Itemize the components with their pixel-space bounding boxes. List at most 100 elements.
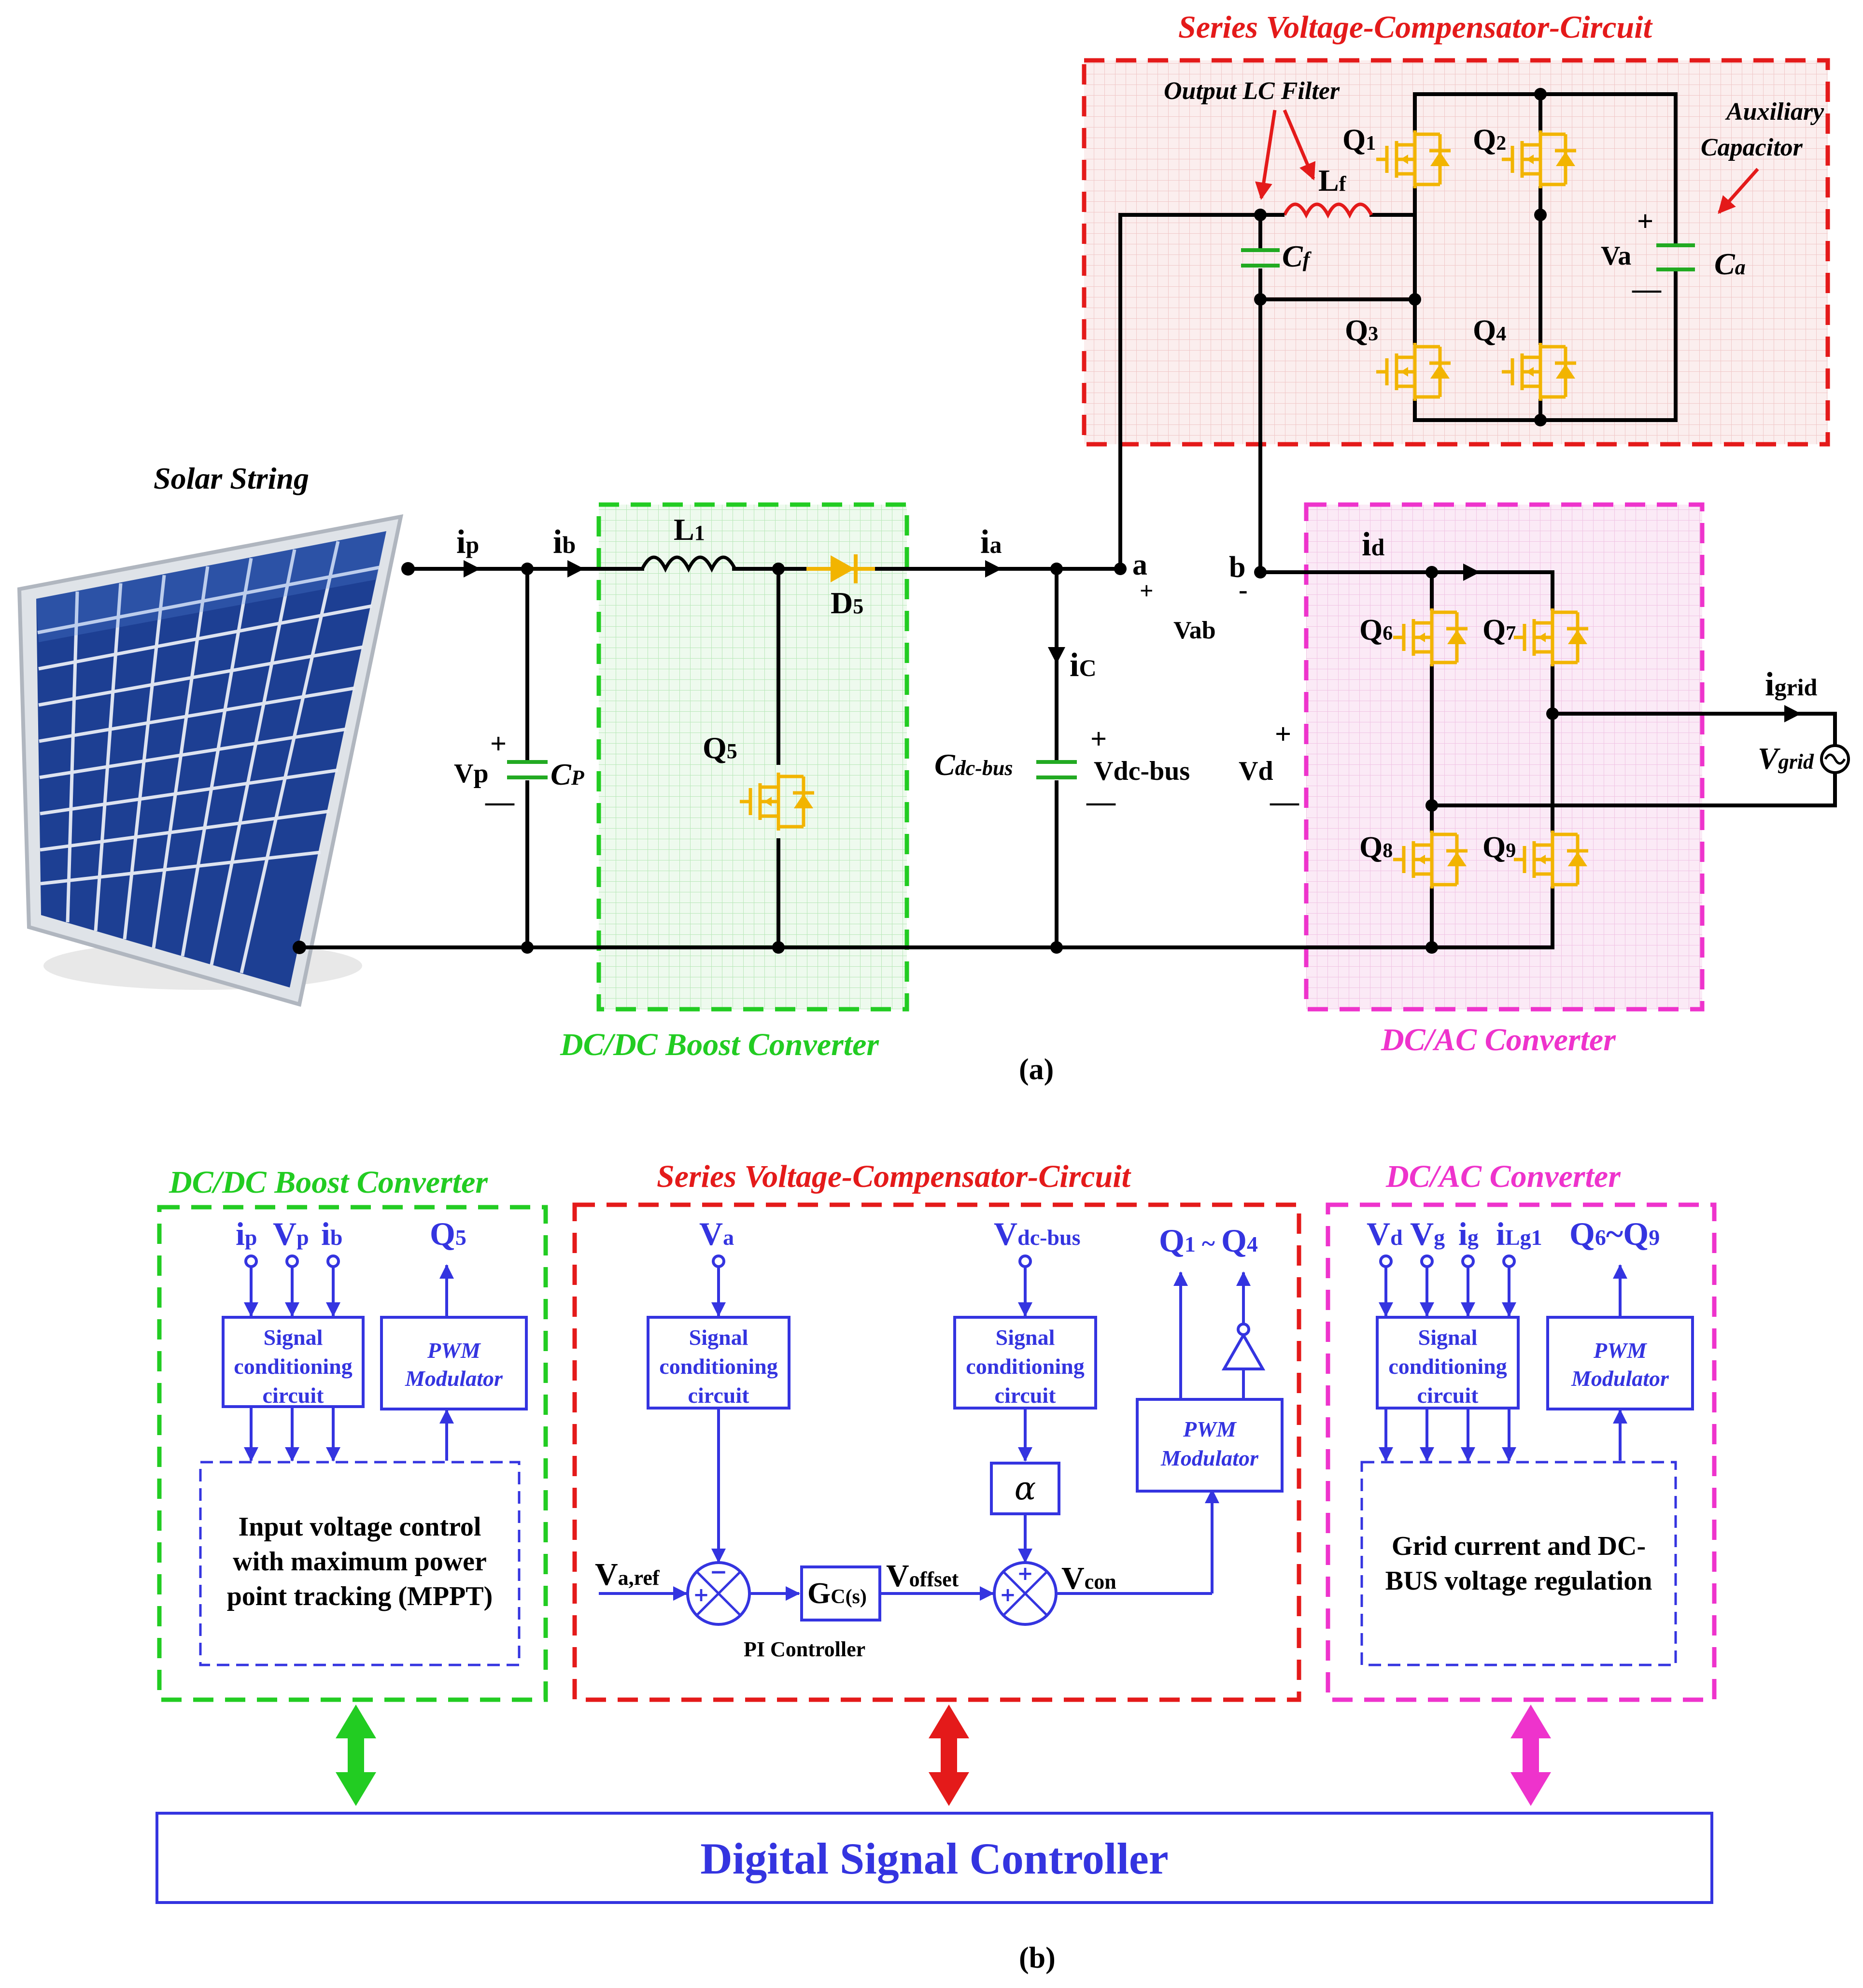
- b-svc-va-signal-line2: conditioning: [659, 1354, 777, 1379]
- b-mppt-line3: point tracking (MPPT): [227, 1581, 493, 1611]
- b-dcac-pwm-line2: Modulator: [1571, 1366, 1669, 1391]
- b-svc-pwm-line1: PWM: [1183, 1417, 1237, 1441]
- label-cdcbus: Cdc-bus: [934, 747, 1013, 782]
- junction-dots: [521, 88, 1559, 954]
- label-lf: Lf: [1318, 163, 1347, 197]
- b-dsc-label: Digital Signal Controller: [700, 1834, 1168, 1883]
- b-boost-pwm-box: [380, 1316, 528, 1410]
- b-svc-title: Series Voltage-Compensator-Circuit: [657, 1159, 1131, 1194]
- b-svc-signal-box-vdc: [953, 1316, 1097, 1410]
- label-q2: Q2: [1473, 124, 1506, 156]
- current-ic: iC: [1070, 647, 1097, 684]
- b-dcac-signal-line2: conditioning: [1388, 1354, 1507, 1379]
- cdcbus-plus: +: [1090, 723, 1107, 755]
- b-dcac-input-ilg1: iLg1: [1496, 1215, 1542, 1252]
- b-boost-title: DC/DC Boost Converter: [169, 1165, 488, 1200]
- node-b-label: b: [1229, 551, 1245, 584]
- b-alpha-label: α: [1015, 1470, 1036, 1507]
- current-ia: ia: [980, 523, 1002, 561]
- label-q7: Q7: [1482, 614, 1516, 647]
- b-svc-vdc-signal-line2: conditioning: [966, 1354, 1084, 1379]
- label-q9: Q9: [1482, 831, 1516, 864]
- b-dcac-pwm-box: [1546, 1316, 1694, 1410]
- b-svc-va-signal-line3: circuit: [688, 1383, 750, 1408]
- b-boost-pwm-line1: PWM: [427, 1338, 481, 1363]
- solar-string-label: Solar String: [154, 461, 309, 495]
- b-boost-pwm-line2: Modulator: [405, 1366, 503, 1391]
- b-svc-signal-box-va: [647, 1316, 790, 1410]
- cp-minus: —: [485, 786, 515, 818]
- dcac-title: DC/AC Converter: [1381, 1022, 1616, 1057]
- b-pi-controller-label: PI Controller: [744, 1637, 865, 1661]
- solar-panel-icon: [17, 514, 404, 1007]
- b-dcac-input-vg: Vg: [1410, 1215, 1445, 1252]
- b-svc-vdc-signal-line1: Signal: [996, 1325, 1055, 1350]
- caption-b: (b): [1019, 1942, 1056, 1974]
- node-a-plus: +: [1140, 577, 1154, 604]
- vd-plus: +: [1275, 718, 1291, 750]
- b-svc-pwm-line2: Modulator: [1160, 1446, 1259, 1470]
- b-dcac-input-vd: Vd: [1367, 1215, 1403, 1252]
- b-dsc-box: [155, 1812, 1713, 1904]
- label-l1: L1: [674, 512, 705, 547]
- b-summing-junction-2: + +: [993, 1561, 1058, 1626]
- b-boost-region: [157, 1205, 548, 1702]
- b-vcon-label: Vcon: [1061, 1561, 1116, 1596]
- b-boost-input-ib: ib: [321, 1215, 343, 1252]
- b-grid-reg-line2: BUS voltage regulation: [1385, 1566, 1652, 1596]
- dcac-region: [1304, 502, 1705, 1012]
- b-mppt-line1: Input voltage control: [239, 1512, 481, 1542]
- svc-title: Series Voltage-Compensator-Circuit: [1178, 10, 1653, 45]
- b-boost-output-q5: Q5: [430, 1215, 466, 1252]
- vd-minus: —: [1270, 786, 1299, 818]
- b-bidirectional-arrow-red: [929, 1705, 969, 1806]
- label-q1: Q1: [1342, 124, 1376, 156]
- b-pwm-svc-box: [1136, 1398, 1284, 1493]
- b-bidirectional-arrow-magenta: [1510, 1705, 1551, 1806]
- b-svc-va-signal-line1: Signal: [689, 1325, 748, 1350]
- b-grid-reg-line1: Grid current and DC-: [1392, 1531, 1646, 1561]
- b-boost-signal-line3: circuit: [263, 1383, 325, 1408]
- b-gc-label: GC(s): [807, 1577, 867, 1610]
- ca-plus: +: [1637, 205, 1653, 237]
- b-dcac-signal-line1: Signal: [1418, 1325, 1478, 1350]
- b-dcac-signal-box: [1376, 1316, 1520, 1410]
- b-boost-signal-line2: conditioning: [234, 1354, 352, 1379]
- current-ip: ip: [456, 523, 479, 561]
- caption-a: (a): [1019, 1053, 1054, 1086]
- b-summing-junction-1: − +: [686, 1560, 751, 1626]
- b-svc-output-q1q4: Q1 ~ Q4: [1159, 1222, 1258, 1259]
- label-q5: Q5: [703, 731, 737, 765]
- inductor-lf-icon: [1283, 202, 1373, 219]
- b-gc-box: [800, 1565, 881, 1621]
- capacitor-cf-icon: [1241, 248, 1280, 268]
- label-q6: Q6: [1359, 614, 1393, 647]
- b-boost-signal-box: [222, 1316, 365, 1408]
- node-a-label: a: [1132, 549, 1147, 581]
- aux-cap-label-2: Capacitor: [1701, 134, 1803, 161]
- b-dcac-pwm-line1: PWM: [1593, 1338, 1648, 1363]
- b-boost-input-ip: ip: [236, 1215, 257, 1252]
- cdcbus-minus: —: [1086, 786, 1116, 818]
- voltage-vdcbus: Vdc-bus: [1094, 756, 1190, 786]
- boost-title: DC/DC Boost Converter: [560, 1027, 879, 1062]
- ac-source-icon: [1820, 744, 1850, 774]
- b-alpha-box: [990, 1462, 1060, 1515]
- ca-minus: —: [1632, 273, 1662, 305]
- b-mppt-line2: with maximum power: [233, 1547, 487, 1577]
- capacitor-ca-icon: [1656, 243, 1695, 271]
- label-q8: Q8: [1359, 831, 1393, 864]
- current-id: id: [1362, 526, 1384, 563]
- voltage-va: Va: [1601, 241, 1631, 271]
- aux-cap-label-1: Auxiliary: [1725, 98, 1824, 126]
- b-bidirectional-arrow-green: [336, 1705, 376, 1806]
- cp-plus: +: [490, 728, 507, 760]
- boost-region: [596, 502, 909, 1012]
- voltage-vp: Vp: [454, 759, 489, 789]
- voltage-vd: Vd: [1239, 756, 1273, 786]
- label-ca: Ca: [1714, 247, 1746, 281]
- label-vgrid: Vgrid: [1758, 741, 1814, 775]
- svg-text:+: +: [1000, 1584, 1016, 1606]
- b-voffset-label: Voffset: [886, 1558, 959, 1593]
